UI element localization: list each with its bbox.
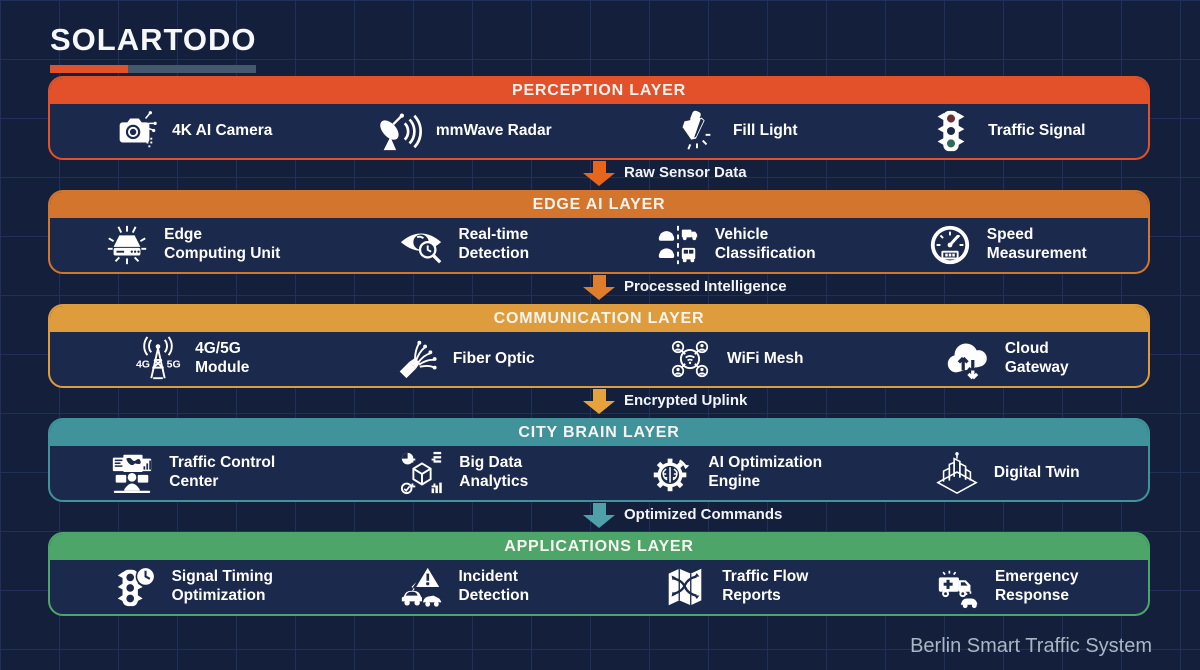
layer-stack: PERCEPTION LAYER 4K AI Camera mmWave Rad… — [48, 76, 1150, 616]
item-digital-twin: Digital Twin — [871, 449, 1143, 497]
layer-communication: COMMUNICATION LAYER 4G 5G 4G/5G Module Fi… — [48, 304, 1150, 388]
item-speed-measurement: Speed Measurement — [871, 221, 1143, 269]
item-label: Traffic Signal — [988, 121, 1086, 139]
layer-edge-ai: EDGE AI LAYER Edge Computing Unit Real-t… — [48, 190, 1150, 274]
gear-brain-icon — [647, 449, 695, 497]
vehicles-icon — [654, 221, 702, 269]
traffic-light-icon — [927, 107, 975, 155]
item-label: Speed Measurement — [986, 226, 1087, 262]
flow-optimized-commands: Optimized Commands — [48, 502, 1150, 532]
flow-label: Raw Sensor Data — [624, 164, 747, 181]
item-label: Cloud Gateway — [1004, 340, 1069, 376]
item-label: Incident Detection — [458, 568, 530, 604]
logo-underline — [50, 65, 256, 73]
eye-magnifier-icon — [397, 221, 445, 269]
item-label: AI Optimization Engine — [708, 454, 823, 490]
crash-warning-icon — [397, 563, 445, 611]
item-4k-ai-camera: 4K AI Camera — [56, 107, 328, 155]
layer-applications-title: APPLICATIONS LAYER — [50, 534, 1148, 560]
item-label: Fill Light — [732, 121, 798, 139]
wifi-mesh-icon — [666, 335, 714, 383]
item-label: Traffic Flow Reports — [722, 568, 809, 604]
item-fill-light: Fill Light — [599, 107, 871, 155]
item-label: Traffic Control Center — [169, 454, 276, 490]
logo-underline-orange — [50, 65, 128, 73]
item-vehicle-classification: Vehicle Classification — [599, 221, 871, 269]
item-traffic-signal: Traffic Signal — [871, 107, 1143, 155]
flow-label: Optimized Commands — [624, 506, 783, 523]
layer-perception-title: PERCEPTION LAYER — [50, 78, 1148, 104]
item-incident-detection: Incident Detection — [328, 563, 600, 611]
footer-caption: Berlin Smart Traffic System — [910, 635, 1152, 657]
item-big-data-analytics: Big Data Analytics — [328, 449, 600, 497]
edge-computing-icon — [103, 221, 151, 269]
layer-communication-body: 4G 5G 4G/5G Module Fiber Optic WiFi Mesh — [50, 332, 1148, 386]
flow-processed-intelligence: Processed Intelligence — [48, 274, 1150, 304]
item-label: Real-time Detection — [458, 226, 530, 262]
flow-raw-sensor-data: Raw Sensor Data — [48, 160, 1150, 190]
item-label: Emergency Response — [994, 568, 1079, 604]
item-edge-computing-unit: Edge Computing Unit — [56, 221, 328, 269]
down-arrow-icon — [583, 389, 615, 414]
item-traffic-control-center: Traffic Control Center — [56, 449, 328, 497]
data-cube-icon — [398, 449, 446, 497]
route-map-icon — [661, 563, 709, 611]
item-label: Edge Computing Unit — [164, 226, 281, 262]
item-mmwave-radar: mmWave Radar — [328, 107, 600, 155]
item-4g-5g-module: 4G 5G 4G/5G Module — [56, 335, 328, 383]
fiber-optic-icon — [392, 335, 440, 383]
control-room-icon — [108, 449, 156, 497]
flow-label: Processed Intelligence — [624, 278, 787, 295]
flow-label: Encrypted Uplink — [624, 392, 748, 409]
item-label: 4G/5G Module — [195, 340, 250, 376]
item-label: WiFi Mesh — [726, 349, 804, 367]
layer-perception-body: 4K AI Camera mmWave Radar Fill Light Tra… — [50, 104, 1148, 158]
layer-perception: PERCEPTION LAYER 4K AI Camera mmWave Rad… — [48, 76, 1150, 160]
layer-applications-body: Signal Timing Optimization Incident Dete… — [50, 560, 1148, 614]
flow-encrypted-uplink: Encrypted Uplink — [48, 388, 1150, 418]
spotlight-icon — [672, 107, 720, 155]
item-label: 4K AI Camera — [172, 121, 273, 139]
traffic-light-clock-icon — [111, 563, 159, 611]
item-label: Signal Timing Optimization — [171, 568, 273, 604]
down-arrow-icon — [583, 503, 615, 528]
isometric-city-icon — [933, 449, 981, 497]
item-emergency-response: Emergency Response — [871, 563, 1143, 611]
speedometer-icon — [926, 221, 974, 269]
cell-tower-icon: 4G 5G — [134, 335, 182, 383]
svg-text:5G: 5G — [167, 359, 181, 371]
down-arrow-icon — [583, 275, 615, 300]
cloud-arrows-icon — [944, 335, 992, 383]
item-ai-optimization-engine: AI Optimization Engine — [599, 449, 871, 497]
layer-applications: APPLICATIONS LAYER Signal Timing Optimiz… — [48, 532, 1150, 616]
item-cloud-gateway: Cloud Gateway — [871, 335, 1143, 383]
item-label: Fiber Optic — [452, 349, 535, 367]
radar-dish-icon — [375, 107, 423, 155]
layer-edge-ai-body: Edge Computing Unit Real-time Detection … — [50, 218, 1148, 272]
item-label: Vehicle Classification — [714, 226, 816, 262]
layer-city-brain-title: CITY BRAIN LAYER — [50, 420, 1148, 446]
down-arrow-icon — [583, 161, 615, 186]
layer-city-brain-body: Traffic Control Center Big Data Analytic… — [50, 446, 1148, 500]
logo-underline-slate — [128, 65, 256, 73]
svg-text:4G: 4G — [136, 359, 150, 371]
item-real-time-detection: Real-time Detection — [328, 221, 600, 269]
layer-communication-title: COMMUNICATION LAYER — [50, 306, 1148, 332]
logo: SOLARTODO — [50, 22, 257, 73]
item-label: Digital Twin — [993, 463, 1080, 481]
item-label: Big Data Analytics — [459, 454, 529, 490]
item-signal-timing-optimization: Signal Timing Optimization — [56, 563, 328, 611]
layer-city-brain: CITY BRAIN LAYER Traffic Control Center … — [48, 418, 1150, 502]
layer-edge-ai-title: EDGE AI LAYER — [50, 192, 1148, 218]
item-fiber-optic: Fiber Optic — [328, 335, 600, 383]
item-label: mmWave Radar — [435, 121, 552, 139]
logo-text: SOLARTODO — [50, 22, 257, 57]
item-wifi-mesh: WiFi Mesh — [599, 335, 871, 383]
item-traffic-flow-reports: Traffic Flow Reports — [599, 563, 871, 611]
camera-icon — [111, 107, 159, 155]
ambulance-icon — [934, 563, 982, 611]
